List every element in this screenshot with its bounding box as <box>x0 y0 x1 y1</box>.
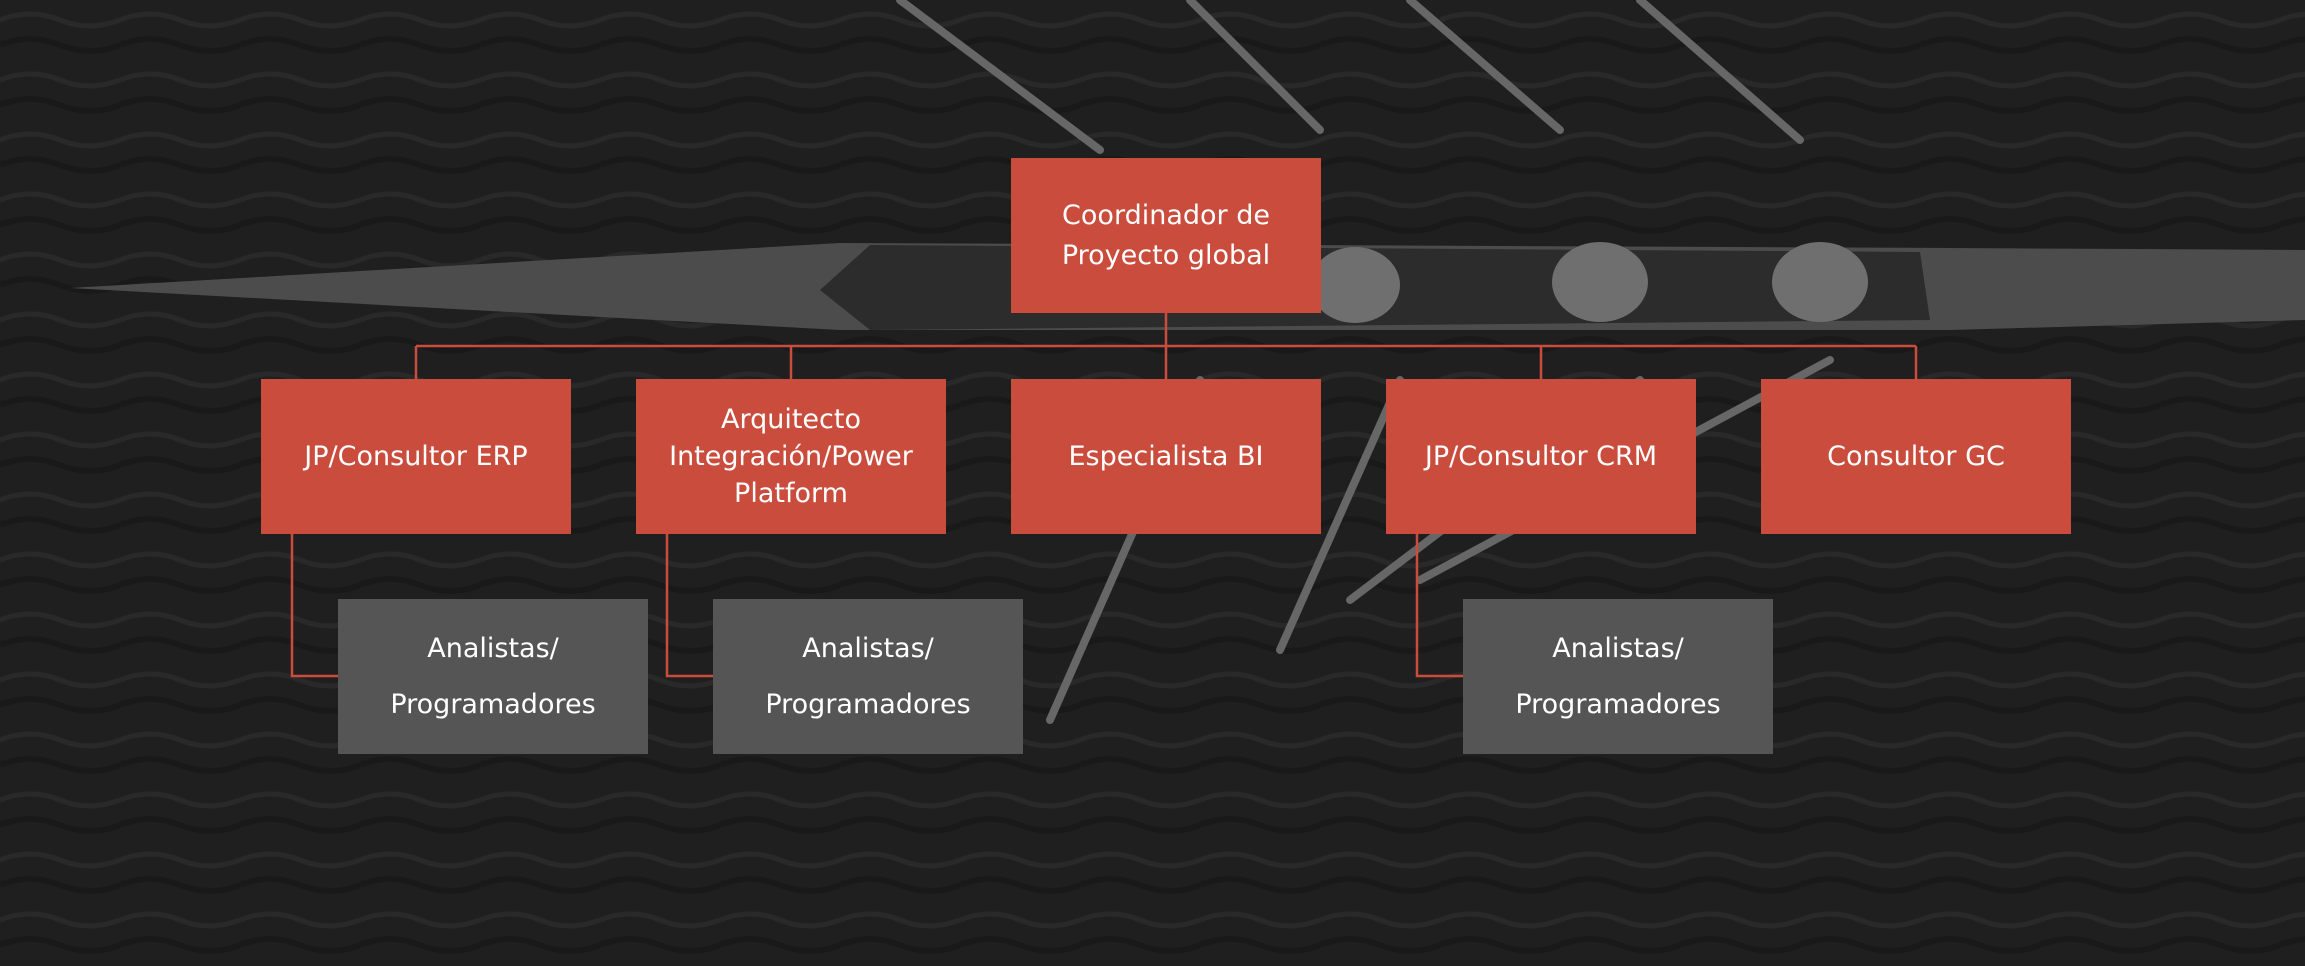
role-box-crm: JP/Consultor CRM <box>1386 379 1696 534</box>
subordinate-box-erp: Analistas/ Programadores <box>338 599 648 754</box>
connector-erp-sub <box>290 534 338 678</box>
subordinate-label-erp: Analistas/ Programadores <box>390 633 596 720</box>
subordinate-box-crm: Analistas/ Programadores <box>1463 599 1773 754</box>
role-label-gc: Consultor GC <box>1827 440 2005 472</box>
role-label-bi: Especialista BI <box>1068 440 1264 472</box>
role-label-architect: Arquitecto Integración/Power Platform <box>669 403 913 510</box>
connector-arq-sub <box>665 534 713 678</box>
role-box-erp: JP/Consultor ERP <box>261 379 571 534</box>
subordinate-label-architect: Analistas/ Programadores <box>765 633 971 720</box>
role-label-crm: JP/Consultor CRM <box>1424 440 1658 472</box>
role-box-architect: Arquitecto Integración/Power Platform <box>636 379 946 534</box>
connector-crm-sub <box>1415 534 1463 678</box>
subordinate-label-crm: Analistas/ Programadores <box>1515 633 1721 720</box>
coordinator-box: Coordinador de Proyecto global <box>1011 158 1321 313</box>
coordinator-label: Coordinador de Proyecto global <box>1061 200 1271 271</box>
role-box-bi: Especialista BI <box>1011 379 1321 534</box>
role-box-gc: Consultor GC <box>1761 379 2071 534</box>
role-label-erp: JP/Consultor ERP <box>304 440 528 472</box>
subordinate-box-architect: Analistas/ Programadores <box>713 599 1023 754</box>
